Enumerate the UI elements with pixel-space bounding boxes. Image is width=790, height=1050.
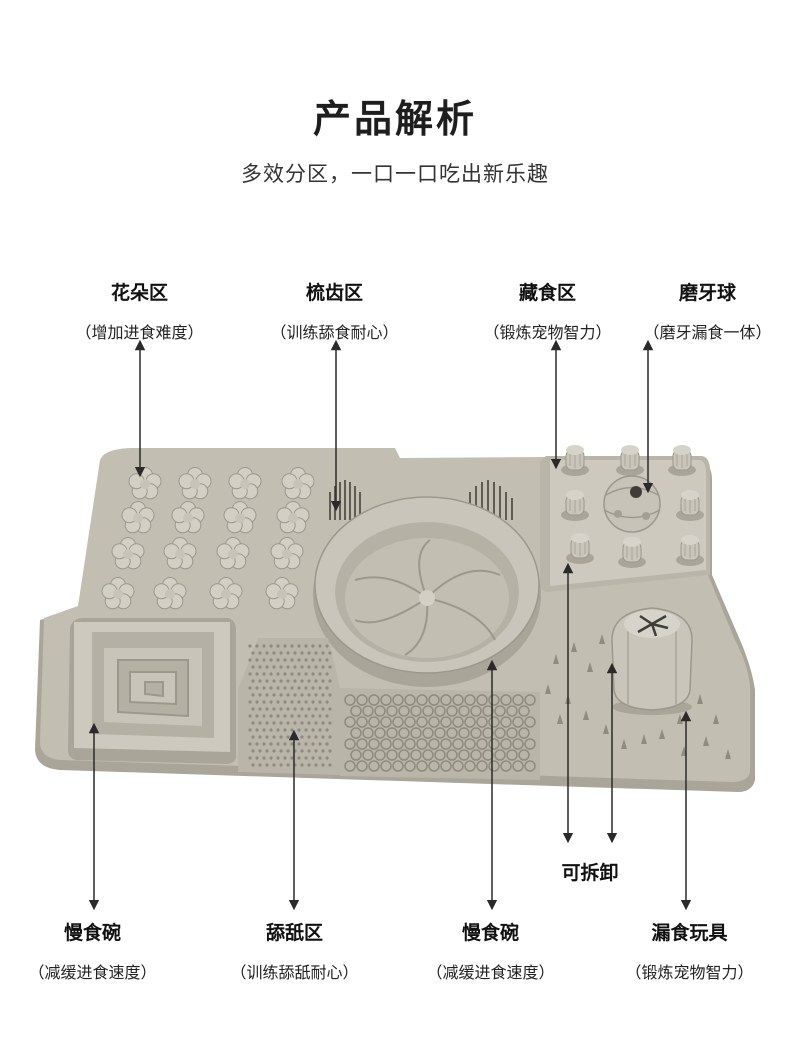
label-lick-zone-name: 舔舐区 — [265, 922, 323, 944]
label-leak-toy: 漏食玩具 （锻炼宠物智力） — [612, 918, 767, 983]
label-flower-zone: 花朵区 （增加进食难度） — [62, 278, 217, 343]
label-hide-food-zone: 藏食区 （锻炼宠物智力） — [470, 278, 625, 343]
label-comb-zone-desc: （训练舔食耐心） — [270, 323, 399, 342]
label-leak-toy-desc: （锻炼宠物智力） — [625, 963, 754, 982]
label-slow-bowl-center-name: 慢食碗 — [461, 922, 519, 944]
label-chew-ball-desc: （磨牙漏食一体） — [643, 323, 772, 342]
label-flower-zone-name: 花朵区 — [110, 282, 168, 304]
label-comb-zone-name: 梳齿区 — [305, 282, 363, 304]
label-lick-zone: 舔舐区 （训练舔舐耐心） — [217, 918, 372, 983]
left-slow-bowl — [68, 618, 236, 764]
label-slow-bowl-left-name: 慢食碗 — [63, 922, 121, 944]
page-subtitle: 多效分区，一口一口吃出新乐趣 — [241, 162, 549, 186]
label-slow-bowl-center-desc: （减缓进食速度） — [426, 963, 555, 982]
label-detachable: 可拆卸 — [561, 862, 619, 884]
leader-lines — [88, 339, 692, 911]
label-leak-toy-name: 漏食玩具 — [651, 922, 728, 944]
label-slow-bowl-left: 慢食碗 （减缓进食速度） — [15, 918, 170, 983]
label-flower-zone-desc: （增加进食难度） — [75, 323, 204, 342]
label-hide-food-zone-name: 藏食区 — [518, 282, 576, 304]
label-chew-ball: 磨牙球 （磨牙漏食一体） — [630, 278, 785, 343]
label-lick-zone-desc: （训练舔舐耐心） — [230, 963, 359, 982]
label-slow-bowl-center: 慢食碗 （减缓进食速度） — [413, 918, 568, 983]
label-slow-bowl-left-desc: （减缓进食速度） — [28, 963, 157, 982]
leak-toy — [611, 607, 693, 715]
page-title: 产品解析 — [312, 97, 477, 141]
label-chew-ball-name: 磨牙球 — [678, 282, 736, 304]
chew-ball — [603, 475, 661, 533]
label-comb-zone: 梳齿区 （训练舔食耐心） — [257, 278, 412, 343]
label-hide-food-zone-desc: （锻炼宠物智力） — [483, 323, 612, 342]
center-slow-bowl — [313, 496, 541, 687]
